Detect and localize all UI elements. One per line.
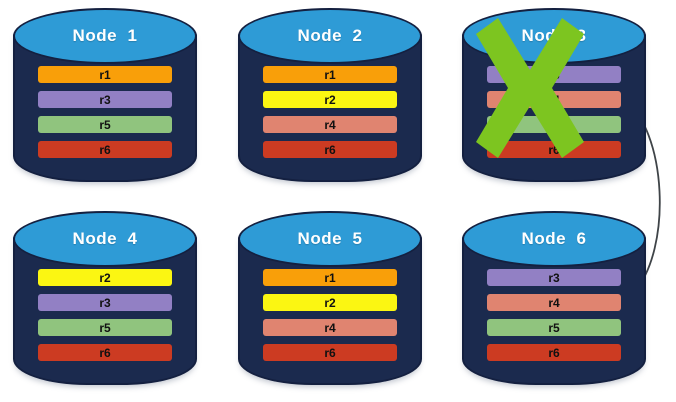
record-bar[interactable]: r6 bbox=[263, 344, 397, 361]
record-list: r3 r4 r5 r6 bbox=[487, 269, 621, 361]
record-bar[interactable]: r2 bbox=[263, 91, 397, 108]
record-list: r1 r2 r4 r6 bbox=[263, 269, 397, 361]
record-bar[interactable]: r4 bbox=[263, 116, 397, 133]
record-list: r2 r3 r5 r6 bbox=[38, 269, 172, 361]
record-bar[interactable]: r3 bbox=[487, 66, 621, 83]
node-label: Node 4 bbox=[72, 229, 138, 248]
record-bar[interactable]: r5 bbox=[38, 116, 172, 133]
cylinder-top bbox=[13, 211, 197, 267]
record-bar[interactable]: r1 bbox=[263, 66, 397, 83]
record-bar[interactable]: r2 bbox=[38, 269, 172, 286]
record-bar[interactable]: r6 bbox=[487, 141, 621, 158]
record-bar[interactable]: r3 bbox=[38, 91, 172, 108]
record-bar[interactable]: r5 bbox=[38, 319, 172, 336]
record-bar[interactable]: r6 bbox=[263, 141, 397, 158]
record-bar[interactable]: r4 bbox=[263, 319, 397, 336]
record-bar[interactable]: r1 bbox=[263, 269, 397, 286]
node-label: Node 5 bbox=[297, 229, 363, 248]
node-label: Node 6 bbox=[521, 229, 587, 248]
record-bar[interactable]: r3 bbox=[38, 294, 172, 311]
node-cylinder[interactable]: r1 r2 r4 r6 Node 5 bbox=[238, 211, 422, 391]
record-bar[interactable]: r5 bbox=[487, 319, 621, 336]
record-list: r3 r4 r5 r6 bbox=[487, 66, 621, 158]
record-bar[interactable]: r5 bbox=[487, 116, 621, 133]
record-bar[interactable]: r4 bbox=[487, 91, 621, 108]
cylinder-top bbox=[462, 211, 646, 267]
cylinder-top bbox=[13, 8, 197, 64]
node-cylinder[interactable]: r3 r4 r5 r6 Node 3 bbox=[462, 8, 646, 188]
node-label: Node 2 bbox=[297, 26, 363, 45]
record-bar[interactable]: r6 bbox=[38, 344, 172, 361]
record-bar[interactable]: r4 bbox=[487, 294, 621, 311]
node-cylinder[interactable]: r3 r4 r5 r6 Node 6 bbox=[462, 211, 646, 391]
node-cylinder[interactable]: r1 r2 r4 r6 Node 2 bbox=[238, 8, 422, 188]
record-list: r1 r3 r5 r6 bbox=[38, 66, 172, 158]
record-bar[interactable]: r3 bbox=[487, 269, 621, 286]
record-bar[interactable]: r6 bbox=[38, 141, 172, 158]
node-label: Node 3 bbox=[521, 26, 587, 45]
record-bar[interactable]: r2 bbox=[263, 294, 397, 311]
record-list: r1 r2 r4 r6 bbox=[263, 66, 397, 158]
node-cylinder[interactable]: r1 r3 r5 r6 Node 1 bbox=[13, 8, 197, 188]
node-cylinder[interactable]: r2 r3 r5 r6 Node 4 bbox=[13, 211, 197, 391]
cylinder-top bbox=[238, 211, 422, 267]
node-label: Node 1 bbox=[72, 26, 138, 45]
cylinder-top bbox=[238, 8, 422, 64]
record-bar[interactable]: r1 bbox=[38, 66, 172, 83]
record-bar[interactable]: r6 bbox=[487, 344, 621, 361]
